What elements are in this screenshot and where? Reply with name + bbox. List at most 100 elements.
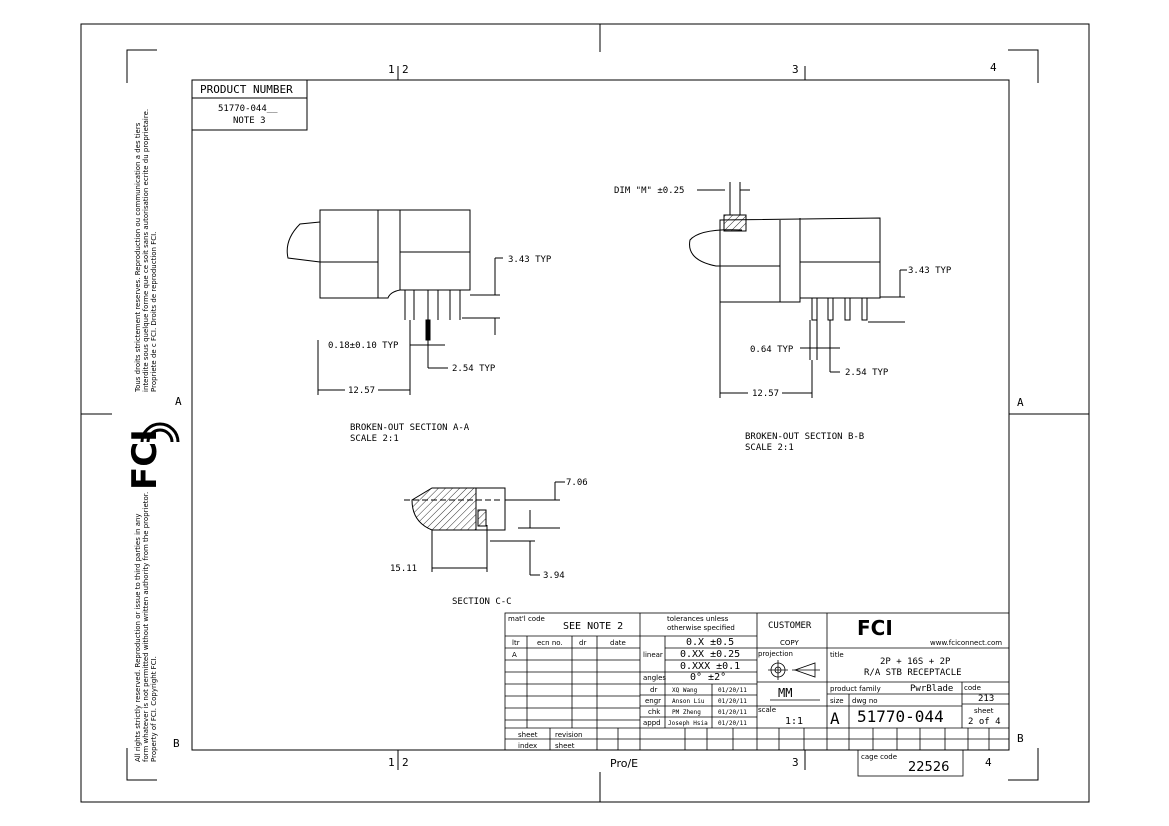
units-mm: MM (778, 686, 792, 700)
svg-text:index: index (518, 742, 537, 750)
zone-top-2: 2 (402, 63, 409, 76)
svg-text:chk: chk (648, 708, 661, 716)
svg-text:otherwise specified: otherwise specified (667, 624, 735, 632)
svg-text:ecn no.: ecn no. (537, 639, 563, 647)
title-line-2: R/A STB RECEPTACLE (864, 668, 962, 678)
customer-label: CUSTOMER (768, 621, 812, 631)
fci-logo-block: FCI (857, 616, 893, 640)
fci-logo-side: FCI (125, 422, 180, 490)
svg-text:Anson Liu: Anson Liu (672, 698, 705, 705)
svg-text:interdite sous quelque forme q: interdite sous quelque forme que ce soit… (142, 109, 150, 392)
cage-code: 22526 (908, 760, 949, 775)
zone-right-a: A (1017, 396, 1024, 409)
svg-text:Tous droits strictement reserv: Tous droits strictement reserves. Reprod… (134, 122, 142, 393)
title-block-text: mat'l code SEE NOTE 2 ltr ecn no. dr dat… (508, 615, 1002, 775)
title-block (504, 612, 1010, 777)
svg-text:title: title (830, 651, 844, 659)
side-note-french: Tous droits strictement reserves. Reprod… (134, 109, 158, 393)
svg-text:tolerances unless: tolerances unless (667, 615, 729, 623)
aa-scale: SCALE 2:1 (350, 434, 399, 444)
svg-text:PRODUCT NUMBER: PRODUCT NUMBER (200, 83, 293, 96)
svg-text:cage code: cage code (861, 753, 897, 761)
sheet-frame (80, 23, 1090, 803)
tol-xx: 0.XX ±0.25 (680, 649, 740, 660)
view-aa-labels: 3.43 TYP 0.18±0.10 TYP 2.54 TYP 12.57 BR… (328, 255, 552, 444)
bb-dim-pitch: 2.54 TYP (845, 368, 889, 378)
svg-text:PM Zheng: PM Zheng (672, 709, 701, 716)
sheet-value: 2 of 4 (968, 717, 1001, 727)
tol-angles: 0° ±2° (690, 672, 726, 683)
aa-dim-tol: 0.18±0.10 TYP (328, 341, 399, 351)
size-value: A (830, 709, 840, 728)
svg-text:projection: projection (758, 650, 793, 658)
svg-text:linear: linear (643, 651, 663, 659)
third-angle-projection-icon (768, 660, 820, 680)
svg-text:appd: appd (643, 719, 661, 727)
view-section-cc (404, 481, 565, 576)
code-value: 213 (978, 694, 994, 704)
view-section-bb (689, 182, 907, 398)
svg-text:sheet: sheet (974, 707, 994, 715)
zone-bottom-3: 3 (792, 756, 799, 769)
svg-text:XQ Wang: XQ Wang (672, 687, 698, 694)
svg-text:01/20/11: 01/20/11 (718, 687, 747, 694)
rev-letter: A (512, 651, 517, 659)
svg-text:Propriete de c FCI. Droits de: Propriete de c FCI. Droits de reproducti… (150, 232, 158, 392)
bb-dim-pin: 0.64 TYP (750, 345, 794, 355)
zone-right-b: B (1017, 732, 1024, 745)
matl-label: mat'l code (508, 615, 545, 623)
svg-text:Joseph Hsia: Joseph Hsia (668, 720, 708, 727)
svg-text:angles: angles (643, 674, 666, 682)
cc-title: SECTION C-C (452, 597, 512, 607)
svg-text:01/20/11: 01/20/11 (718, 698, 747, 705)
tol-xxx: 0.XXX ±0.1 (680, 661, 740, 672)
svg-text:date: date (610, 639, 626, 647)
zone-top-4: 4 (990, 61, 997, 74)
svg-text:ltr: ltr (512, 639, 520, 647)
bb-title: BROKEN-OUT SECTION B-B (745, 432, 864, 442)
zone-bottom-2: 2 (402, 756, 409, 769)
bb-dim-typ: 3.43 TYP (908, 266, 952, 276)
zone-top-3: 3 (792, 63, 799, 76)
aa-dim-typ: 3.43 TYP (508, 255, 552, 265)
svg-text:revision: revision (555, 731, 582, 739)
zone-left-a: A (175, 395, 182, 408)
pro-e-label: Pro/E (610, 757, 638, 770)
svg-text:code: code (964, 684, 981, 692)
zone-left-b: B (173, 737, 180, 750)
svg-text:sheet: sheet (555, 742, 575, 750)
view-bb-labels: DIM "M" ±0.25 3.43 TYP 0.64 TYP 2.54 TYP… (614, 186, 952, 453)
svg-text:size: size (830, 697, 844, 705)
cc-dim-bot: 3.94 (543, 571, 565, 581)
svg-text:All rights strictly reserved.: All rights strictly reserved. Reproducti… (134, 513, 142, 762)
bb-scale: SCALE 2:1 (745, 443, 794, 453)
svg-text:NOTE 3: NOTE 3 (233, 116, 266, 126)
scale-value: 1:1 (785, 716, 803, 727)
svg-text:dwg no: dwg no (852, 697, 878, 705)
view-section-aa (286, 209, 503, 395)
svg-text:51770-044__: 51770-044__ (218, 104, 278, 114)
side-note-english: All rights strictly reserved. Reproducti… (134, 492, 158, 762)
svg-text:scale: scale (758, 706, 776, 714)
website: www.fciconnect.com (930, 639, 1002, 647)
svg-text:sheet: sheet (518, 731, 538, 739)
aa-dim-len: 12.57 (348, 386, 375, 396)
zone-top-1: 1 (388, 63, 395, 76)
svg-text:Property of FCI. Copyright FC: Property of FCI. Copyright FCI. (150, 656, 158, 762)
aa-title: BROKEN-OUT SECTION A-A (350, 423, 470, 433)
zone-bottom-4: 4 (985, 756, 992, 769)
bb-dim-len: 12.57 (752, 389, 779, 399)
cc-dim-top: 7.06 (566, 478, 588, 488)
svg-text:01/20/11: 01/20/11 (718, 709, 747, 716)
view-cc-labels: 7.06 15.11 3.94 SECTION C-C (390, 478, 588, 607)
bb-dim-m: DIM "M" ±0.25 (614, 186, 684, 196)
svg-text:COPY: COPY (780, 639, 799, 647)
svg-text:dr: dr (650, 686, 657, 694)
zone-labels: 1 2 3 4 1 2 3 4 A B A B Pro/E (173, 61, 1024, 770)
zone-bottom-1: 1 (388, 756, 395, 769)
matl-value: SEE NOTE 2 (563, 621, 623, 632)
svg-text:product family: product family (830, 685, 881, 693)
svg-text:engr: engr (645, 697, 661, 705)
svg-text:form whatever is not permitted: form whatever is not permitted without w… (142, 492, 150, 762)
